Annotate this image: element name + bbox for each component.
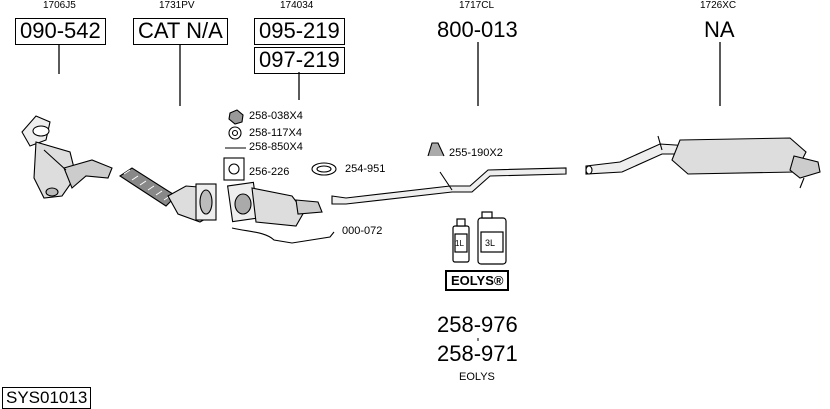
- accessory-label-258-850x4[interactable]: 258-850X4: [249, 141, 303, 153]
- eolys-caption: EOLYS: [459, 371, 495, 383]
- accessory-label-254-951[interactable]: 254-951: [345, 163, 386, 175]
- rubber-mount-icon: [427, 142, 445, 157]
- part-number-090-542[interactable]: 090-542: [15, 18, 106, 45]
- part-number-095-219[interactable]: 095-219: [254, 18, 345, 45]
- part-number-258-971[interactable]: 258-971: [437, 341, 518, 366]
- accessory-label-258-038x4[interactable]: 258-038X4: [249, 110, 303, 122]
- oe-number-174034: 174034: [280, 0, 314, 11]
- accessory-label-256-226[interactable]: 256-226: [249, 166, 290, 178]
- part-number-097-219[interactable]: 097-219: [254, 47, 345, 74]
- flex-pipe-catalyst-part: [119, 167, 217, 223]
- accessory-label-258-117x4[interactable]: 258-117X4: [249, 127, 303, 139]
- part-number-258-976[interactable]: 258-976: [437, 312, 518, 337]
- system-code: SYS01013: [2, 387, 92, 409]
- bottle-1l-label: 1L: [455, 239, 464, 248]
- eolys-bottles: [452, 211, 507, 265]
- eolys-badge: EOLYS®: [445, 270, 510, 291]
- accessory-icons: [223, 109, 445, 244]
- nut-icon: [228, 109, 244, 125]
- oe-number-1706j5: 1706J5: [43, 0, 76, 11]
- bottle-3l-label: 3L: [485, 238, 496, 248]
- particulate-filter-part: [227, 181, 323, 227]
- accessory-label-000-072[interactable]: 000-072: [342, 225, 383, 237]
- oe-number-1717cl: 1717CL: [459, 0, 495, 11]
- oe-number-1731pv: 1731PV: [159, 0, 195, 11]
- part-number-800-013[interactable]: 800-013: [437, 17, 518, 42]
- accessory-label-255-190x2[interactable]: 255-190X2: [449, 147, 503, 159]
- intermediate-pipe-part: [331, 167, 567, 205]
- sensor-line-icon: [231, 227, 335, 244]
- rear-silencer-part: [585, 135, 821, 189]
- oe-number-1726xc: 1726XC: [700, 0, 737, 11]
- turbo-manifold-part: [21, 115, 113, 199]
- part-number-na[interactable]: NA: [704, 17, 735, 42]
- part-number-cat-na[interactable]: CAT N/A: [133, 18, 228, 45]
